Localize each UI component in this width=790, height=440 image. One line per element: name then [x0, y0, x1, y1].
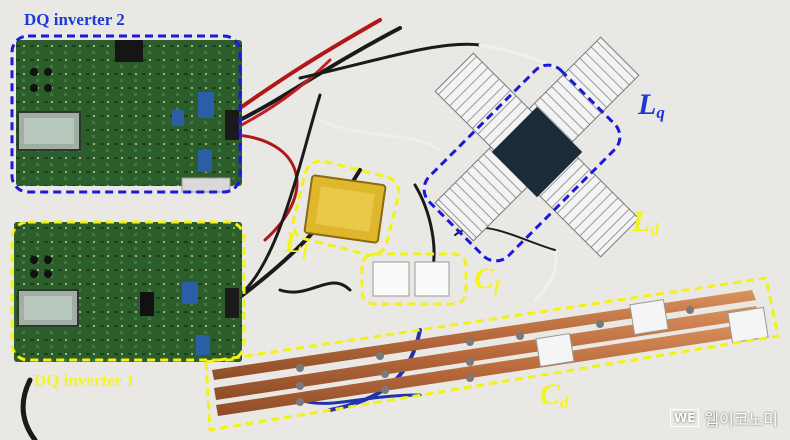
label-ld-symbol: L — [632, 205, 651, 238]
inverter-board-1 — [14, 222, 242, 362]
outline-cd — [204, 276, 780, 432]
label-cf-subscript: f — [494, 277, 500, 297]
dc-bus-bars — [212, 290, 769, 416]
label-cd-subscript: d — [560, 393, 569, 413]
label-ld-subscript: d — [650, 220, 659, 240]
filter-capacitors — [372, 261, 450, 297]
label-inverter-2: DQ inverter 2 — [24, 10, 125, 29]
filter-inductor — [303, 174, 387, 244]
label-cf: Cf — [474, 262, 500, 297]
outline-cf — [360, 252, 468, 306]
label-lq-symbol: L — [638, 88, 657, 121]
label-lq-subscript: q — [656, 103, 665, 123]
label-lq: Lq — [638, 88, 665, 123]
watermark: WE 웹이코노미 — [669, 406, 778, 430]
label-lf-symbol: L — [284, 226, 303, 259]
outline-inverter-2 — [10, 34, 242, 194]
label-cf-symbol: C — [474, 262, 495, 295]
label-lf: Lf — [284, 226, 308, 261]
label-inverter-1: DQ inverter 1 — [34, 371, 135, 390]
watermark-text: 웹이코노미 — [704, 410, 778, 429]
coupled-inductor — [434, 36, 640, 258]
label-ld: Ld — [632, 205, 659, 240]
label-lf-subscript: f — [302, 241, 308, 261]
outline-lf — [291, 159, 401, 257]
outline-inverter-1 — [10, 220, 246, 362]
outline-lq — [422, 63, 622, 263]
label-cd-symbol: C — [540, 378, 561, 411]
inverter-board-2 — [16, 40, 242, 193]
highlight-outlines — [10, 34, 780, 432]
watermark-badge: WE — [669, 409, 700, 427]
label-cd: Cd — [540, 378, 569, 413]
